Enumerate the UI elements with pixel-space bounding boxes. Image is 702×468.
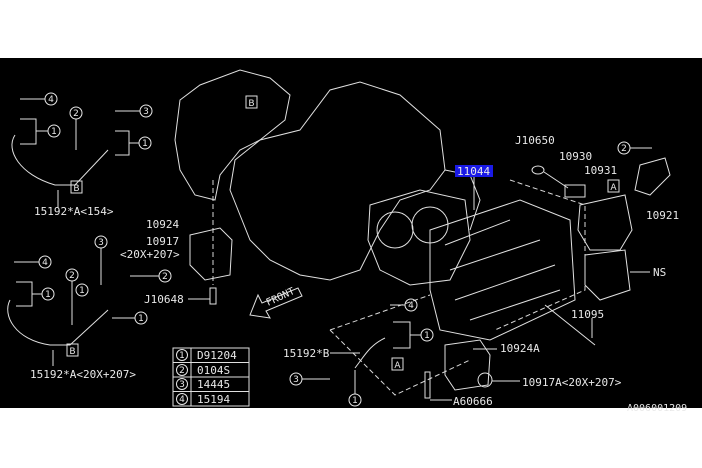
callout-3: 3 [98,238,104,248]
part-11044-highlight [455,165,493,177]
diagram-background [0,58,702,408]
label-10930[interactable]: 10930 [559,150,592,163]
legend-table: 1 D91204 2 0104S 3 14445 4 15194 [172,347,250,407]
callout-2: 2 [162,272,168,282]
valve-body-bottom-drawing [424,339,520,401]
callout-2: 2 [69,271,75,281]
callout-1: 1 [79,286,85,296]
label-15192B[interactable]: 15192*B [283,347,330,360]
label-11095[interactable]: 11095 [571,308,604,321]
callout-2: 2 [621,144,627,154]
ref-box-B: B [248,99,254,109]
label-10924[interactable]: 10924 [146,218,179,231]
label-15192A-20X[interactable]: 15192*A<20X+207> [30,368,136,381]
ref-box-B: B [73,184,79,194]
callout-2: 2 [73,109,79,119]
callout-1: 1 [424,331,430,341]
legend-part-number: 0104S [197,364,230,377]
label-A60666[interactable]: A60666 [453,395,493,408]
ref-box-A: A [610,183,617,193]
legend-row: 3 14445 [176,378,230,391]
legend-row: 2 0104S [176,364,230,377]
legend-number: 1 [179,351,185,361]
label-15192A-154[interactable]: 15192*A<154> [34,205,114,218]
callout-1: 1 [142,139,148,149]
ref-box-B: B [69,347,75,357]
valve-body-left-drawing [188,180,233,305]
callout-3: 3 [143,107,149,117]
part-labels: 15192*A<154> 10924 10917 <20X+207> J1064… [30,134,687,414]
legend-number: 3 [179,380,185,390]
label-J10650[interactable]: J10650 [515,134,555,147]
legend-number: 4 [179,395,185,405]
label-10924A[interactable]: 10924A [500,342,540,355]
label-NS[interactable]: NS [653,266,666,279]
label-11044[interactable]: 11044 [457,165,490,178]
callout-1: 1 [45,290,51,300]
label-10917A[interactable]: 10917A<20X+207> [522,376,622,389]
callout-1: 1 [51,127,57,137]
legend-row: 4 15194 [176,393,230,406]
callout-1: 1 [138,314,144,324]
callout-4: 4 [42,258,48,268]
callout-4: 4 [408,301,414,311]
label-10917-variant[interactable]: <20X+207> [120,248,180,261]
callout-circles: 4 1 2 3 1 4 1 2 3 1 2 1 3 1 4 1 2 [14,92,652,407]
ref-box-A: A [394,361,401,371]
callout-1: 1 [352,396,358,406]
label-10931[interactable]: 10931 [584,164,617,177]
drawing-id: A006001209 [627,403,687,414]
legend-part-number: D91204 [197,349,237,362]
legend-row: 1 D91204 [176,349,237,362]
legend-part-number: 15194 [197,393,230,406]
label-J10648[interactable]: J10648 [144,293,184,306]
label-10921[interactable]: 10921 [646,209,679,222]
label-10917[interactable]: 10917 [146,235,179,248]
reference-boxes: B B B A A [66,95,620,371]
oil-pipe-drawings [7,134,386,369]
camshaft-parts-drawing [531,157,671,346]
legend-part-number: 14445 [197,378,230,391]
legend-number: 2 [179,366,185,376]
callout-4: 4 [48,95,54,105]
callout-3: 3 [293,375,299,385]
